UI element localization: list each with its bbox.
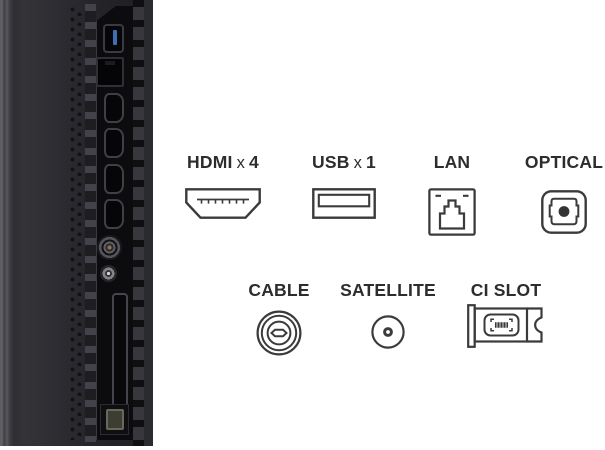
tv-side-panel-photo [0, 0, 153, 446]
hdmi-port-photo-3 [104, 164, 124, 194]
lan-port-icon [428, 188, 476, 236]
port-label-satellite: SATELLITE [340, 280, 436, 300]
vent-slats-right [133, 0, 144, 446]
port-name: LAN [433, 152, 471, 172]
optical-port-shutter [106, 409, 124, 430]
port-name: HDMI [187, 152, 233, 172]
times-symbol: x [236, 154, 246, 172]
port-label-cable: CABLE [248, 280, 309, 300]
port-label-optical: OPTICAL [525, 152, 603, 173]
port-name: USB [312, 152, 350, 172]
usb-blue-tab [113, 30, 117, 45]
ci-slot-icon [467, 304, 545, 348]
port-group-satellite: SATELLITE [328, 280, 448, 349]
panel-edge [144, 0, 153, 446]
times-symbol: x [353, 154, 363, 172]
port-count: 1 [366, 152, 376, 172]
vent-dots [69, 6, 84, 440]
port-count: 4 [249, 152, 259, 172]
optical-port-photo [100, 404, 129, 435]
port-name: OPTICAL [524, 152, 604, 172]
port-name: SATELLITE [340, 280, 436, 300]
satellite-port-icon [371, 315, 405, 349]
hdmi-port-photo-4 [104, 199, 124, 229]
ci-slot-photo [112, 293, 128, 407]
port-label-ci-slot: CI SLOT [471, 280, 541, 300]
hdmi-port-icon [185, 188, 261, 219]
cable-port-photo [97, 235, 122, 260]
optical-port-icon [541, 190, 587, 234]
lan-port-photo [96, 57, 124, 87]
cable-port-icon [255, 309, 303, 357]
port-label-lan: LAN [434, 152, 471, 173]
hdmi-port-photo-2 [104, 128, 124, 158]
usb-port-photo [103, 24, 124, 53]
usb-port-icon [312, 188, 376, 219]
port-name: CI SLOT [470, 280, 542, 300]
lan-contacts [105, 61, 115, 65]
port-group-lan: LAN [392, 152, 512, 236]
port-name: CABLE [248, 280, 310, 300]
satellite-port-photo [100, 265, 117, 282]
port-group-optical: OPTICAL [504, 152, 605, 234]
vent-slats-left [85, 4, 96, 442]
hdmi-port-photo-1 [104, 93, 124, 123]
port-group-ci-slot: CI SLOT [446, 280, 566, 348]
port-group-cable: CABLE [219, 280, 339, 357]
